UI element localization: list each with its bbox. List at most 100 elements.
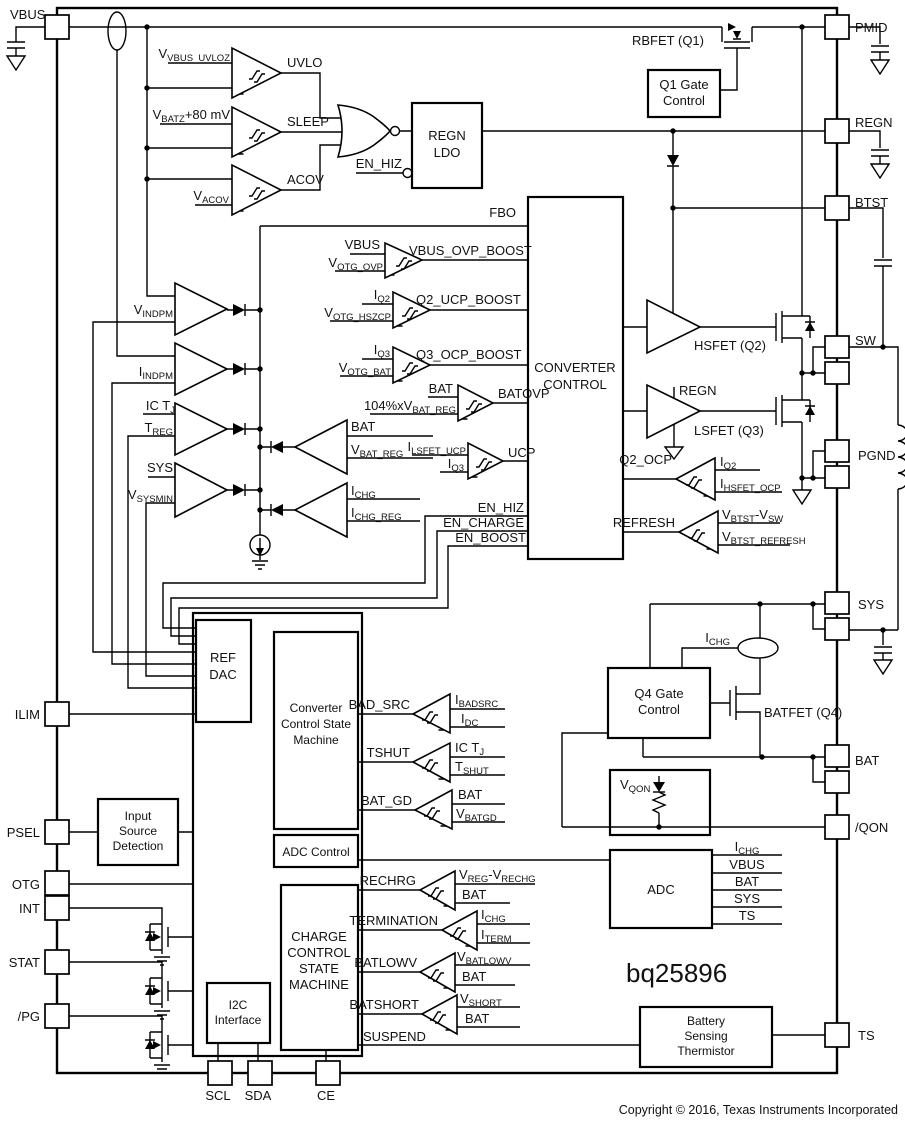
pin-label-ilim: ILIM (15, 707, 40, 722)
lsfet-gate-driver (646, 383, 702, 440)
pin-label-psel: PSEL (7, 825, 40, 840)
pin-ce (315, 1060, 341, 1086)
label-iindpm: IINDPM (139, 364, 173, 382)
pin-label-sys: SYS (858, 597, 884, 612)
label-batovp-n: 104%xVBAT_REG (364, 398, 456, 416)
pin-pmid (824, 14, 850, 40)
label-bat-amp-p: BAT (351, 419, 375, 434)
nor-output-bubble (389, 125, 401, 137)
q3-ocp-boost-comparator (392, 345, 432, 385)
regn-ldo-block: REGN LDO (410, 101, 484, 190)
svg-text:Q1 Gate: Q1 Gate (659, 77, 708, 92)
pin-scl (207, 1060, 233, 1086)
q2-ucp-boost-comparator (392, 290, 432, 330)
adc-block: ADC (608, 848, 714, 930)
en-hiz-inverter-bubble (402, 167, 413, 179)
label-bat-gd-n: VBATGD (456, 806, 497, 824)
i2c-interface-block: I2C Interface (205, 981, 272, 1045)
chip-outline (55, 6, 839, 1075)
ground-arrow-pgnd (791, 489, 813, 506)
label-vbus-ovp-out: VBUS_OVP_BOOST (409, 243, 532, 258)
label-vqon: VQON (620, 777, 650, 795)
label-batfet: BATFET (Q4) (764, 705, 842, 720)
converter-control-state-machine-block: Converter Control State Machine (272, 630, 360, 831)
digital-core-container (191, 611, 364, 1058)
label-en-hiz: EN_HIZ (356, 156, 402, 171)
charge-control-state-machine-block: CHARGE CONTROL STATE MACHINE (279, 883, 360, 1052)
label-vindpm: VINDPM (134, 302, 173, 320)
pin-label-vbus: VBUS (10, 7, 46, 22)
ground-arrow-lsfet-driver (663, 446, 685, 461)
batlowv-comparator (418, 951, 456, 994)
label-batshort-out: BATSHORT (349, 997, 419, 1012)
svg-text:Sensing: Sensing (684, 1029, 727, 1043)
svg-text:ADC: ADC (647, 882, 674, 897)
wires-left-pins (69, 713, 196, 1074)
pin-sys-2 (824, 617, 850, 641)
pin-regn (824, 118, 850, 144)
svg-text:Input: Input (125, 809, 152, 823)
hsfet-gate-driver (646, 298, 702, 355)
wires-top-analog (7, 26, 825, 357)
label-batlowv-n: BAT (462, 969, 486, 984)
svg-text:Interface: Interface (215, 1013, 262, 1027)
label-adc-ichg: ICHG (735, 839, 760, 857)
label-q2-ocp-out: Q2_OCP (619, 452, 672, 467)
part-number-title: bq25896 (626, 958, 727, 988)
label-batshort-n: BAT (465, 1011, 489, 1026)
pin-label-int: INT (19, 901, 40, 916)
pin-squares (44, 14, 850, 1086)
label-en-charge: EN_CHARGE (443, 515, 524, 530)
label-bad-src-out: BAD_SRC (349, 697, 410, 712)
pin-qon (824, 814, 850, 840)
pin-label-pg: /PG (18, 1009, 40, 1024)
pin-stat (44, 949, 70, 975)
svg-text:Thermistor: Thermistor (677, 1044, 734, 1058)
q4-gate-control-block: Q4 Gate Control (606, 666, 712, 740)
label-q3-ocp-out: Q3_OCP_BOOST (416, 347, 522, 362)
label-uvlo-ref: VVBUS_UVLOZ (159, 46, 231, 64)
pin-otg (44, 870, 70, 896)
label-refresh-p: VBTST-VSW (722, 507, 783, 525)
pin-label-stat: STAT (9, 955, 40, 970)
label-suspend: SUSPEND (363, 1029, 426, 1044)
label-sleep-ref: VBATZ+80 mV (153, 107, 231, 125)
wires-state-machine (358, 708, 825, 1046)
label-rechrg-p: VREG-VRECHG (459, 867, 536, 885)
wires-bottom-pins (217, 1043, 327, 1061)
pin-sys-1 (824, 591, 850, 615)
pin-sw-2 (824, 361, 850, 385)
label-adc-vbus: VBUS (729, 857, 765, 872)
svg-text:CONVERTER: CONVERTER (534, 360, 615, 375)
tshut-comparator (411, 741, 451, 784)
label-batshort-p: VSHORT (460, 991, 502, 1009)
label-vbus-ovp-n: VOTG_OVP (328, 255, 383, 273)
pin-psel (44, 819, 70, 845)
pin-label-pmid: PMID (855, 20, 888, 35)
ref-dac-block: REF DAC (194, 618, 253, 724)
converter-control-block: CONVERTER CONTROL (526, 195, 625, 561)
svg-text:REF: REF (210, 650, 236, 665)
label-tshut-n: TSHUT (455, 759, 489, 777)
adc-control-block: ADC Control (272, 833, 360, 869)
svg-text:I2C: I2C (229, 998, 248, 1012)
pin-label-ts: TS (858, 1028, 875, 1043)
label-batlowv-p: VBATLOWV (457, 949, 512, 967)
wires-external-right (849, 26, 905, 660)
label-ichg-amp-n: ICHG_REG (351, 505, 402, 523)
svg-text:ADC Control: ADC Control (282, 845, 349, 859)
label-bat-amp-n: VBAT_REG (351, 442, 403, 460)
pin-label-qon: /QON (855, 820, 888, 835)
pin-ts (824, 1022, 850, 1048)
label-refresh-n: VBTST_REFRESH (722, 529, 806, 547)
pin-label-otg: OTG (12, 877, 40, 892)
refresh-comparator (677, 509, 719, 555)
pin-label-ce: CE (317, 1088, 335, 1103)
copyright-notice: Copyright © 2016, Texas Instruments Inco… (619, 1103, 898, 1117)
label-adc-ts: TS (739, 908, 756, 923)
label-regn-lsfet: REGN (679, 383, 717, 398)
batshort-comparator (420, 993, 458, 1036)
label-treg: TREG (144, 420, 173, 438)
batovp-comparator (457, 383, 495, 423)
